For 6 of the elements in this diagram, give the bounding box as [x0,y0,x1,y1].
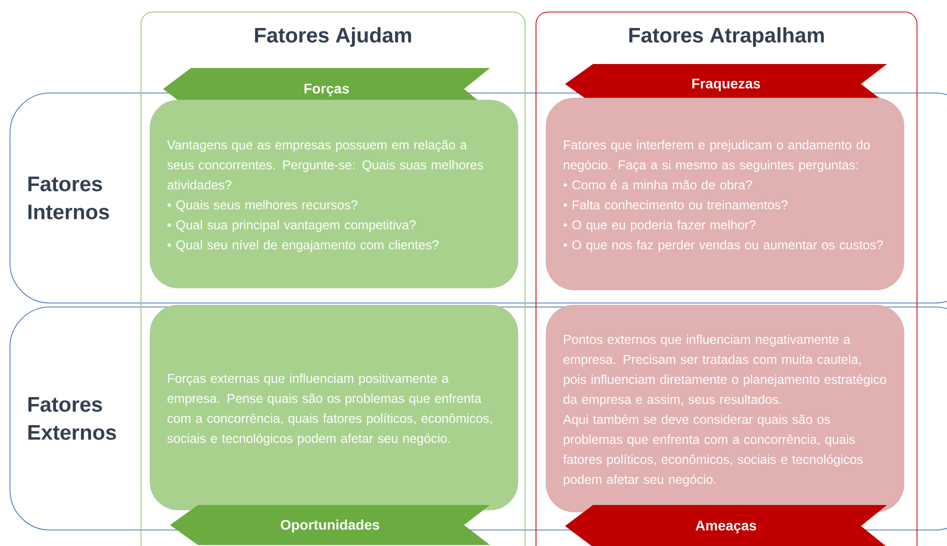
text-box: Vantagens que as empresas possuem em relação a seus concorrentes. Pergunte-se: Quais suas melhores atividades? • Quais seus melhores recursos? • Qual sua principal vantagem competitiva? • Qual seu nível de engajamento com clientes? [150,100,518,288]
ribbon-banner: Oportunidades [170,505,490,545]
text-box: Pontos externos que influenciam negativamente a empresa. Precisam ser tratadas com muita cautela, pois influenciam diretamente o planejamento estratégico da empresa e assim, seus resultados. Aqui também se deve considerar quais são os problemas que enfrenta com a concorrência, quais fatores políticos, econômicos, sociais e tecnológicos podem afetar seu negócio. [546,304,904,512]
text-box: Fatores que interferem e prejudicam o andamento do negócio. Faça a si mesmo as seguintes perguntas: • Como é a minha mão de obra? • Falta conhecimento ou treinamentos? • O que eu poderia fazer melhor? • O que nos faz perder vendas ou aumentar os custos? [546,98,904,290]
text-box: Forças externas que influenciam positivamente a empresa. Pense quais são os problemas que enfrenta com a concorrência, quais fatores políticos, econômicos, sociais e tecnológicos podem afetar seu negócio. [150,304,518,510]
ribbon-banner: Ameaças [565,505,888,546]
